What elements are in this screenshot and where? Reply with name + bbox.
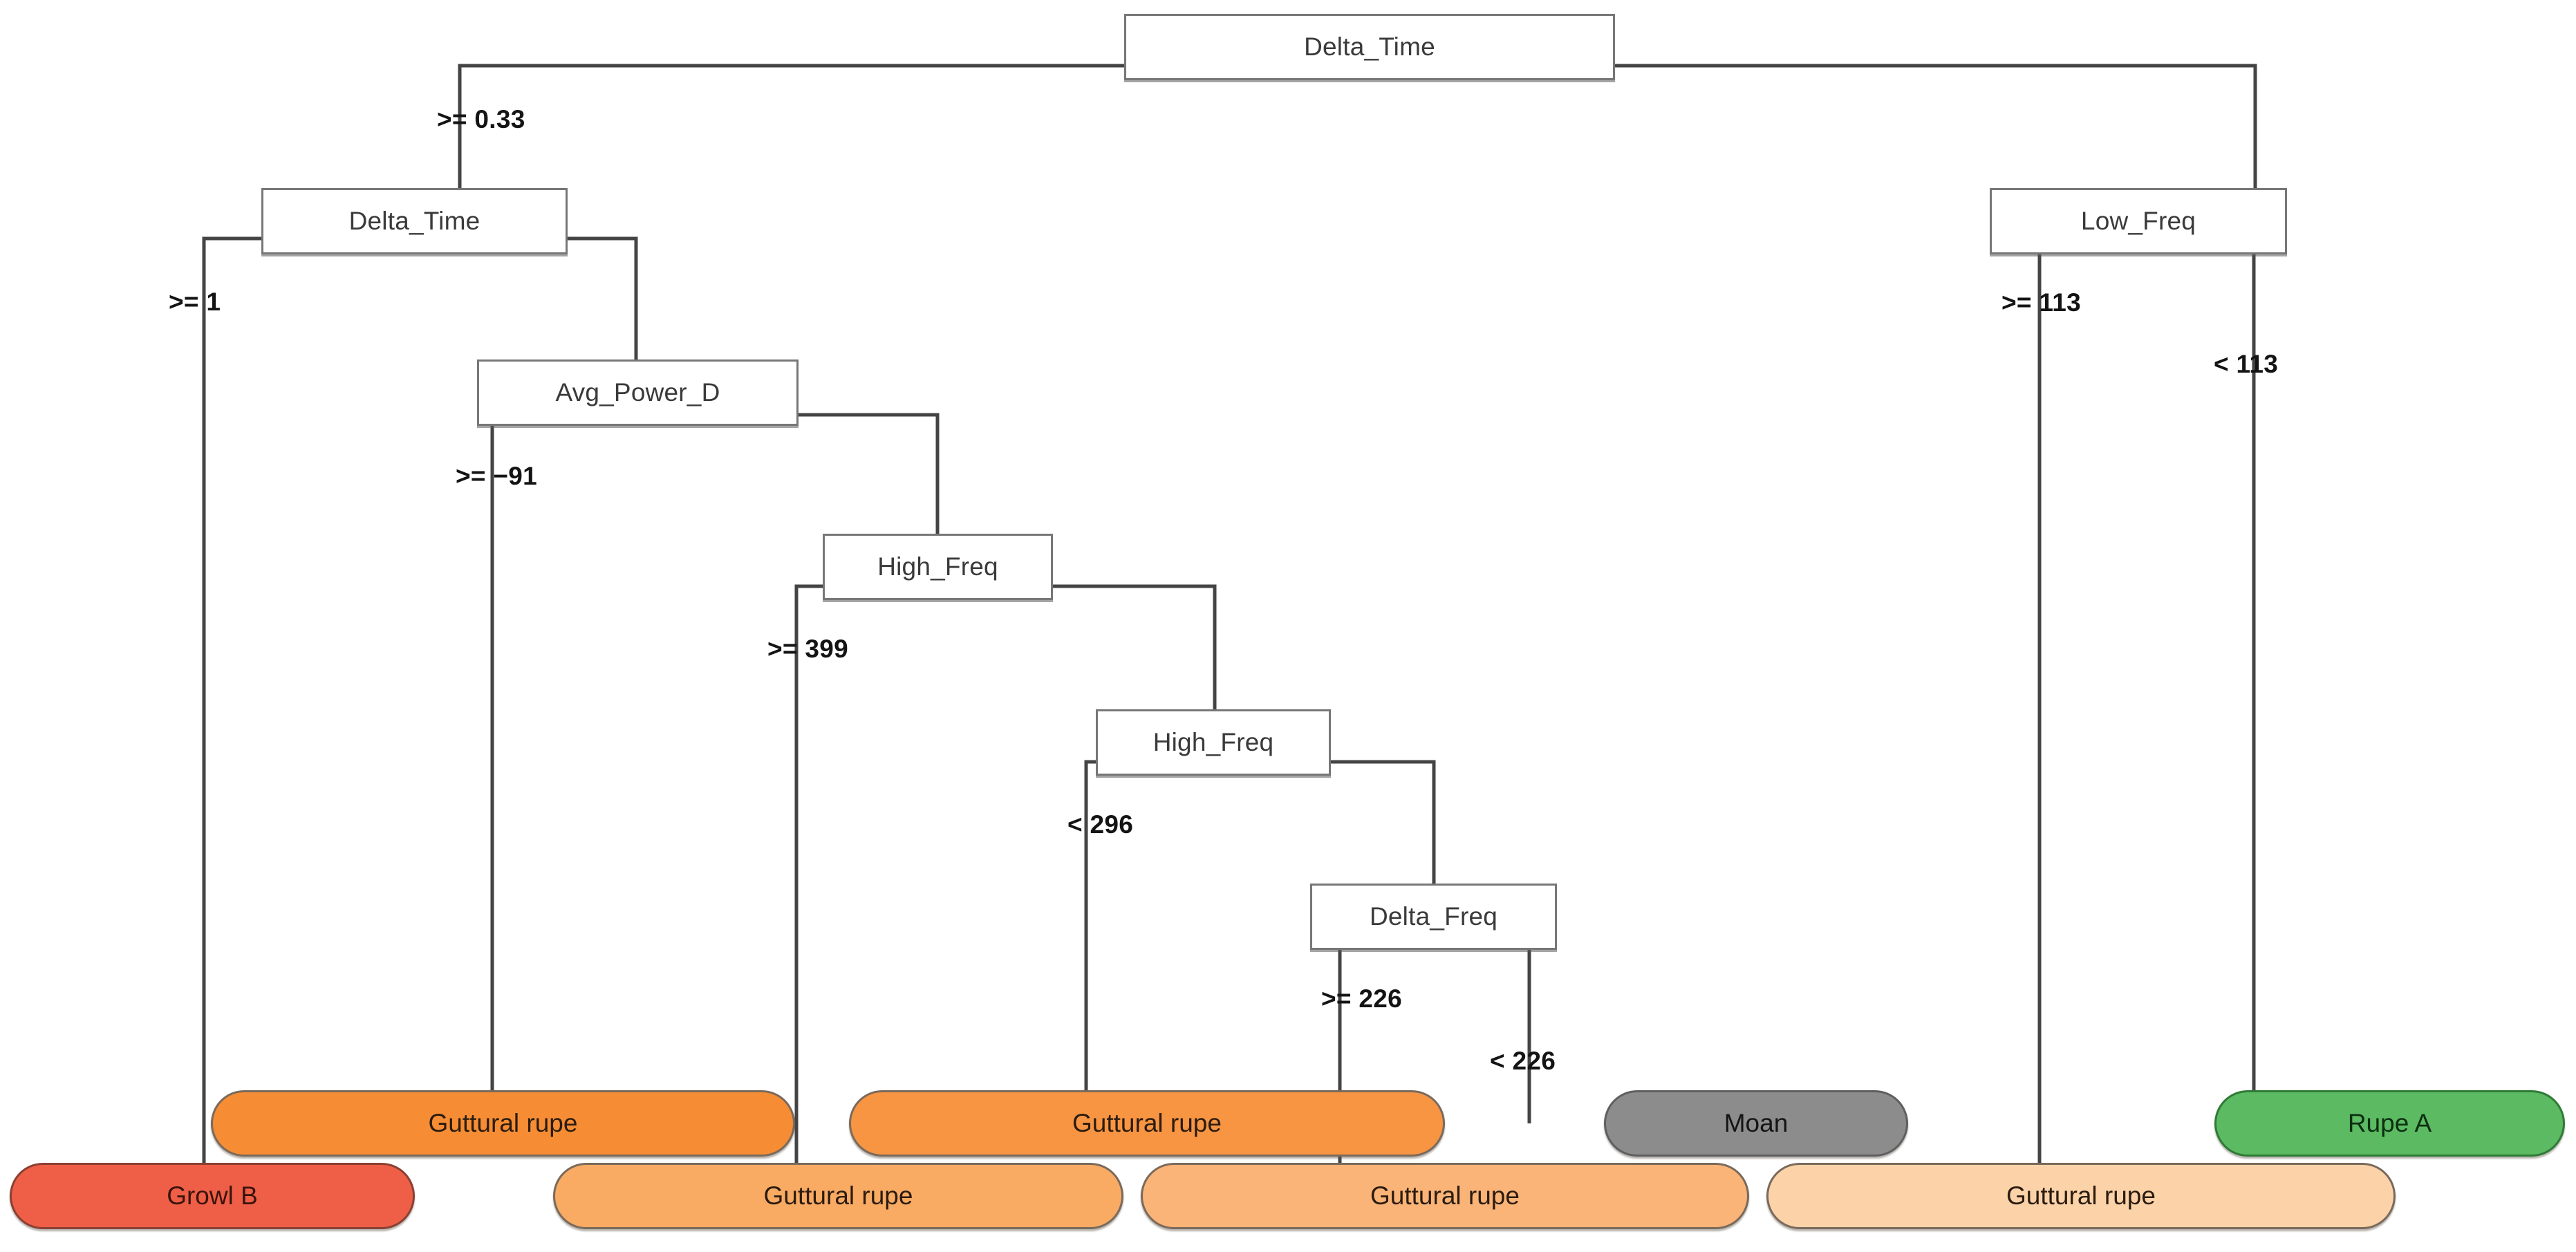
leaf-node-label: Moan — [1724, 1109, 1789, 1137]
edge-label-dt2-left: >= 1 — [169, 288, 221, 316]
leaf-node-label: Guttural rupe — [428, 1109, 578, 1137]
split-node-highfreq1[interactable]: High_Freq — [823, 534, 1053, 600]
split-node-label: Delta_Time — [348, 207, 480, 235]
split-node-lowfreq[interactable]: Low_Freq — [1990, 188, 2287, 254]
split-node-label: Avg_Power_D — [555, 378, 720, 407]
tree-edge — [794, 584, 838, 1196]
split-node-label: Delta_Time — [1304, 32, 1435, 61]
tree-edge — [1037, 584, 1217, 709]
leaf-node-leaf-gr-5[interactable]: Guttural rupe — [1766, 1163, 2396, 1229]
leaf-node-leaf-gr-1[interactable]: Guttural rupe — [211, 1090, 795, 1157]
leaf-node-leaf-growl-b[interactable]: Growl B — [10, 1163, 415, 1229]
split-node-label: High_Freq — [1152, 728, 1274, 756]
edge-label-avgpower-left: >= −91 — [456, 462, 538, 490]
tree-edge — [783, 413, 940, 534]
tree-edge — [1590, 64, 2257, 188]
leaf-node-leaf-moan[interactable]: Moan — [1604, 1090, 1908, 1157]
leaf-node-label: Guttural rupe — [763, 1181, 913, 1210]
tree-edge — [458, 64, 1148, 188]
split-node-avgpower[interactable]: Avg_Power_D — [477, 359, 799, 426]
leaf-node-label: Guttural rupe — [1072, 1109, 1222, 1137]
edge-label-lowfreq-right: < 113 — [2214, 350, 2279, 378]
edge-label-highfreq1-left: >= 399 — [767, 635, 849, 663]
leaf-node-label: Guttural rupe — [2006, 1181, 2156, 1210]
edge-label-lowfreq-left: >= 113 — [2001, 288, 2081, 317]
leaf-node-label: Growl B — [167, 1181, 258, 1210]
edge-label-deltafreq-right: < 226 — [1490, 1047, 1556, 1075]
split-node-highfreq2[interactable]: High_Freq — [1096, 709, 1331, 776]
edge-label-highfreq2-left: < 296 — [1067, 810, 1134, 839]
split-node-label: High_Freq — [877, 552, 998, 581]
leaf-node-leaf-rupe-a[interactable]: Rupe A — [2214, 1090, 2565, 1157]
leaf-node-leaf-gr-2[interactable]: Guttural rupe — [553, 1163, 1123, 1229]
leaf-node-label: Guttural rupe — [1370, 1181, 1520, 1210]
tree-edge — [1315, 760, 1436, 884]
split-node-label: Low_Freq — [2080, 207, 2196, 235]
split-node-dt2[interactable]: Delta_Time — [261, 188, 568, 254]
leaf-node-leaf-gr-4[interactable]: Guttural rupe — [1141, 1163, 1749, 1229]
leaf-node-label: Rupe A — [2347, 1109, 2432, 1137]
edge-label-root-left: >= 0.33 — [437, 105, 525, 133]
edge-label-deltafreq-left: >= 226 — [1321, 984, 1403, 1013]
tree-edge — [202, 236, 277, 1196]
leaf-node-leaf-gr-3[interactable]: Guttural rupe — [849, 1090, 1445, 1157]
tree-edge — [553, 236, 638, 359]
split-node-label: Delta_Freq — [1369, 902, 1498, 931]
split-node-root[interactable]: Delta_Time — [1124, 14, 1615, 80]
split-node-deltafreq[interactable]: Delta_Freq — [1310, 884, 1557, 950]
